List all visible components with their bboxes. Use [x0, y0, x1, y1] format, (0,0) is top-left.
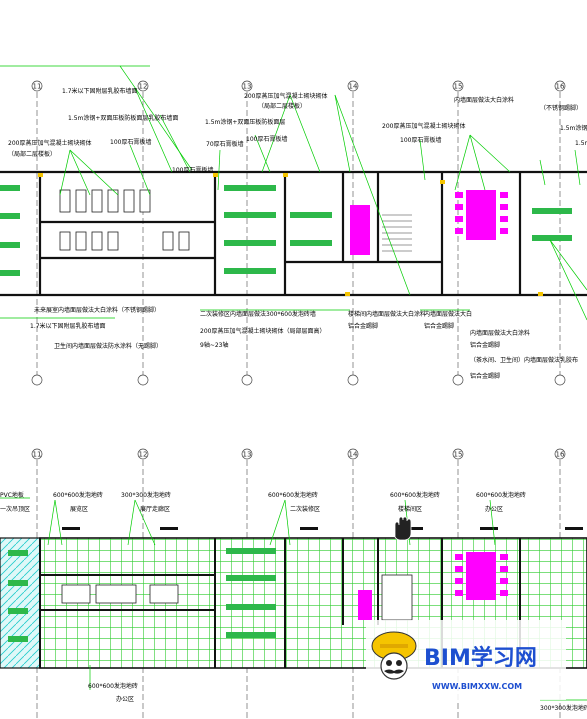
annotation: 展厅走廊区	[140, 505, 170, 513]
annotation: 办公区	[485, 505, 503, 513]
upper-axis-label: 12	[139, 83, 148, 91]
bim-mascot-logo	[371, 631, 417, 680]
lower-markers	[62, 527, 583, 530]
lower-rooms	[61, 574, 413, 621]
annotation: 100厚石膏板墙	[172, 166, 213, 174]
upper-annotations: 1.7米以下固附层乳胶布墙面 1.5m涂钢+双面压板防板面层乳胶布墙面 200厚…	[8, 87, 587, 380]
annotation: 200厚蒸压加气混凝土砌块砌体	[244, 92, 327, 100]
upper-leader-lines	[0, 65, 587, 321]
upper-workstations	[0, 185, 572, 276]
watermark-brand: BIM学习网	[424, 645, 537, 671]
lower-annotations: PVC地板 一次吊顶区 600*600发泡地砖 展览区 300*300发泡地砖 …	[0, 491, 587, 712]
annotation: 70厚石膏板墙	[206, 140, 244, 148]
annotation: 二次装修区	[290, 505, 320, 513]
annotation: 300*300发泡地砖	[121, 491, 171, 499]
annotation: 1.5m涂钢+双面压板防板面层	[205, 118, 285, 126]
pvc-floor-area	[0, 537, 41, 669]
annotation: PVC地板	[0, 491, 24, 499]
lower-axis-bubbles	[31, 448, 566, 460]
annotation: 600*600发泡地砖	[390, 491, 440, 499]
annotation: 600*600发泡地砖	[88, 682, 138, 690]
annotation: 办公区	[116, 695, 134, 703]
annotation: 100厚石膏板墙	[246, 135, 287, 143]
annotation: 一次吊顶区	[0, 505, 30, 513]
annotation: （茶水间、卫生间）内墙面层做法乳胶布	[470, 356, 578, 364]
annotation: 二次装修区内墙面层做法300*600发泡砖墙	[200, 310, 316, 318]
lower-axis-label: 11	[33, 451, 42, 459]
annotation: 内墙面层做法大白	[424, 310, 472, 318]
annotation: 1.5m涂钢+双面压板防板面层乳胶布墙面	[68, 114, 178, 122]
upper-markers	[38, 173, 543, 296]
annotation: 楼梯间区	[398, 505, 422, 513]
upper-axis-label: 16	[556, 83, 565, 91]
annotation: 楼梯间内墙面层做法大白涂料	[348, 310, 426, 318]
annotation: 展览区	[70, 505, 88, 513]
hand-cursor-icon	[394, 516, 412, 541]
annotation: 内墙面层做法大白涂料	[454, 96, 514, 104]
upper-meeting-table	[350, 190, 508, 255]
annotation: 铝合金踢脚	[424, 322, 454, 330]
lower-axis-label: 12	[139, 451, 148, 459]
upper-axis-bubbles	[31, 80, 566, 386]
annotation: 铝合金踢脚	[348, 322, 378, 330]
annotation: 600*600发泡地砖	[53, 491, 103, 499]
annotation: 600*600发泡地砖	[476, 491, 526, 499]
annotation: 未来展室内墙面层做法大白涂料（不锈钢踢脚）	[34, 306, 160, 314]
lower-leader-lines	[0, 497, 587, 701]
upper-axis-label: 11	[33, 83, 42, 91]
upper-axis-label: 13	[243, 83, 252, 91]
upper-partitions	[59, 189, 190, 251]
upper-floor-plan: 11 12 13 14 15 16	[0, 65, 587, 386]
lower-axis-label: 15	[454, 451, 463, 459]
annotation: 200厚蒸压加气混凝土砌块砌体	[8, 139, 91, 147]
annotation: 200厚蒸压加气混凝土砌块砌体（局部层面高）	[200, 327, 325, 335]
annotation: 1.7米以下固附层乳胶布墙面	[62, 87, 138, 95]
annotation: 1.5m涂钢	[560, 124, 587, 132]
annotation: 100厚石膏板墙	[400, 136, 441, 144]
upper-walls	[0, 170, 587, 297]
lower-workstations	[8, 548, 276, 642]
annotation: 卫生间内墙面层做法防水涂料（无踢脚）	[54, 342, 162, 350]
annotation: （局部二层楼板）	[258, 102, 306, 110]
upper-axis-label: 14	[349, 83, 358, 91]
annotation: 200厚蒸压加气混凝土砌块砌体	[382, 122, 465, 130]
lower-axis-label: 14	[349, 451, 358, 459]
annotation: 300*300发泡地砖	[540, 704, 587, 712]
annotation: 600*600发泡地砖	[268, 491, 318, 499]
annotation: 1.5m涂钢	[575, 139, 587, 147]
annotation: 铝合金踢脚	[470, 341, 500, 349]
lower-meeting-table	[358, 552, 508, 620]
lower-axis-label: 16	[556, 451, 565, 459]
annotation: （不锈钢踢脚）	[540, 104, 582, 112]
annotation: 9轴~23轴	[200, 341, 228, 349]
watermark-url: WWW.BIMXXW.COM	[432, 682, 522, 691]
annotation: 铝合金踢脚	[470, 372, 500, 380]
upper-axis-label: 15	[454, 83, 463, 91]
annotation: 100厚石膏板墙	[110, 138, 151, 146]
annotation: （局部二层楼板）	[8, 150, 56, 158]
annotation: 内墙面层做法大白涂料	[470, 329, 530, 337]
lower-axis-label: 13	[243, 451, 252, 459]
annotation: 1.7米以下固附层乳胶布墙面	[30, 322, 106, 330]
watermark: BIM学习网 WWW.BIMXXW.COM	[366, 620, 566, 700]
